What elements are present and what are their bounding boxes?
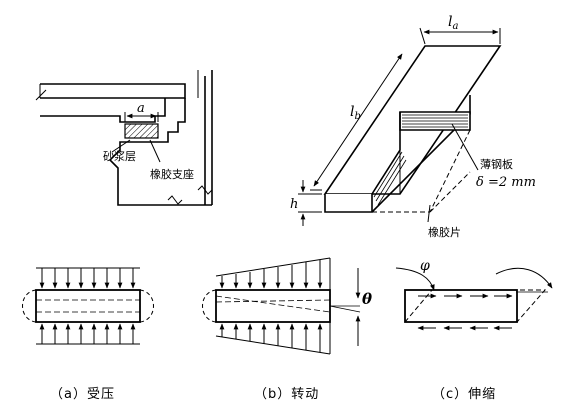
caption-rotation: （b）转动 xyxy=(254,387,319,402)
rotation-arrows-top xyxy=(219,260,323,289)
rubber-sheet-label: 橡胶片 xyxy=(428,225,461,239)
isometric-bearing-drawing xyxy=(323,45,502,213)
caption-expansion: （c）伸缩 xyxy=(432,386,496,402)
caption-compression: （a）受压 xyxy=(50,387,115,402)
theta-symbol: θ xyxy=(362,290,372,308)
steel-plate-label: 薄钢板 xyxy=(480,157,513,171)
rubber-bearing-pad xyxy=(124,123,159,139)
dimension-lb-label: lb xyxy=(350,104,361,122)
dimension-a-label: a xyxy=(137,101,145,116)
compression-arrows-top xyxy=(39,268,136,289)
thickness-label: δ =2 mm xyxy=(476,175,536,190)
dimension-la xyxy=(419,27,501,45)
support-section-drawing xyxy=(35,70,213,206)
rubber-bearing-label: 橡胶支座 xyxy=(150,167,194,181)
mortar-layer-label: 砂浆层 xyxy=(103,149,136,163)
dimension-h-label: h xyxy=(290,197,298,212)
hidden-edges xyxy=(372,129,471,213)
phi-symbol: φ xyxy=(420,258,430,274)
rotation-diagram xyxy=(202,257,361,355)
dimension-lb xyxy=(310,53,403,191)
expansion-diagram xyxy=(395,267,553,323)
dimension-h xyxy=(298,180,322,226)
rotation-arrows-bottom xyxy=(219,323,323,352)
dimension-la-label: la xyxy=(448,14,458,32)
compression-diagram xyxy=(22,267,154,345)
dimension-a xyxy=(124,112,159,122)
compression-arrows-bottom xyxy=(39,323,136,344)
